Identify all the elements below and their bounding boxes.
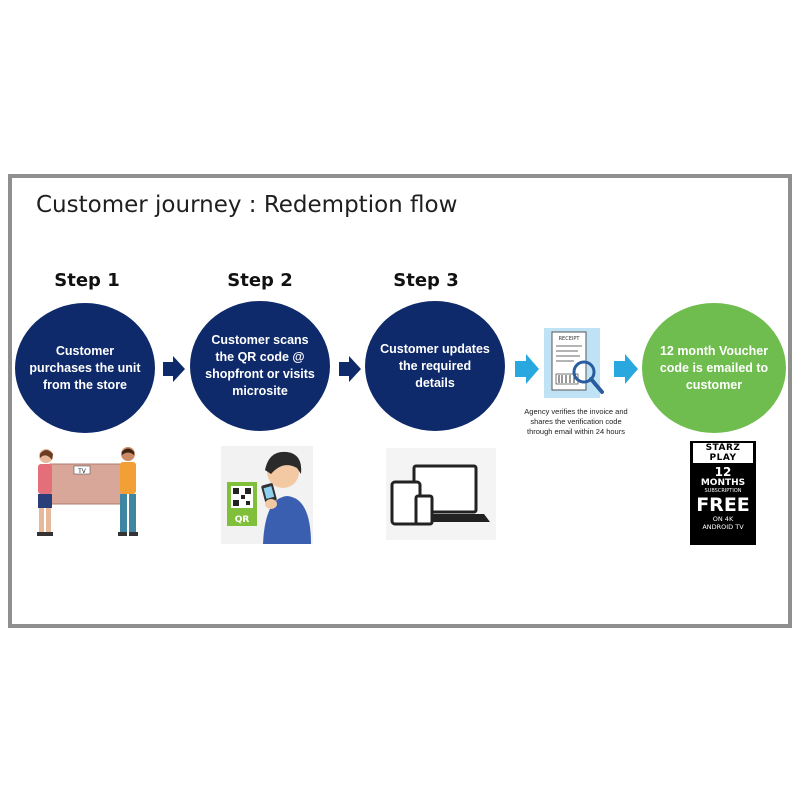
arrow-icon bbox=[515, 354, 539, 384]
step-3-circle: Customer updates the required details bbox=[365, 301, 505, 431]
voucher-subscription: SUBSCRIPTION bbox=[704, 488, 742, 494]
voucher-months-number: 12 bbox=[714, 465, 732, 479]
starzplay-logo: STARZ PLAY bbox=[693, 443, 753, 463]
receipt-magnifier-icon: RECEIPT bbox=[544, 328, 604, 398]
agency-note: Agency verifies the invoice and shares t… bbox=[524, 407, 628, 436]
final-circle: 12 month Voucher code is emailed to cust… bbox=[642, 303, 786, 433]
qr-scan-icon: QR bbox=[221, 446, 313, 544]
step-2-label: Step 2 bbox=[227, 270, 293, 291]
step-1-label: Step 1 bbox=[54, 270, 120, 291]
voucher-on: ON 4K bbox=[712, 515, 734, 523]
people-carrying-tv-icon: TV bbox=[37, 447, 138, 536]
voucher-months: MONTHS bbox=[700, 478, 746, 488]
final-text: 12 month Voucher code is emailed to cust… bbox=[659, 343, 769, 392]
voucher-free: FREE bbox=[696, 494, 750, 516]
qr-label: QR bbox=[235, 515, 250, 525]
tv-label: TV bbox=[77, 468, 87, 475]
voucher-card: STARZ PLAY 12 MONTHS SUBSCRIPTION FREE O… bbox=[690, 441, 756, 545]
step-2-text: Customer scans the QR code @ shopfront o… bbox=[205, 333, 315, 398]
arrow-icon bbox=[614, 354, 638, 384]
devices-icon bbox=[386, 448, 496, 540]
step-1-text: Customer purchases the unit from the sto… bbox=[29, 343, 141, 392]
step-1-circle: Customer purchases the unit from the sto… bbox=[15, 303, 155, 433]
diagram-title: Customer journey : Redemption flow bbox=[36, 192, 458, 218]
receipt-label: RECEIPT bbox=[559, 336, 581, 342]
step-2-circle: Customer scans the QR code @ shopfront o… bbox=[190, 301, 330, 431]
step-3-text: Customer updates the required details bbox=[380, 341, 490, 390]
arrow-icon bbox=[339, 356, 361, 382]
voucher-device: ANDROID TV bbox=[702, 523, 744, 531]
arrow-icon bbox=[163, 356, 185, 382]
step-3-label: Step 3 bbox=[393, 270, 459, 291]
